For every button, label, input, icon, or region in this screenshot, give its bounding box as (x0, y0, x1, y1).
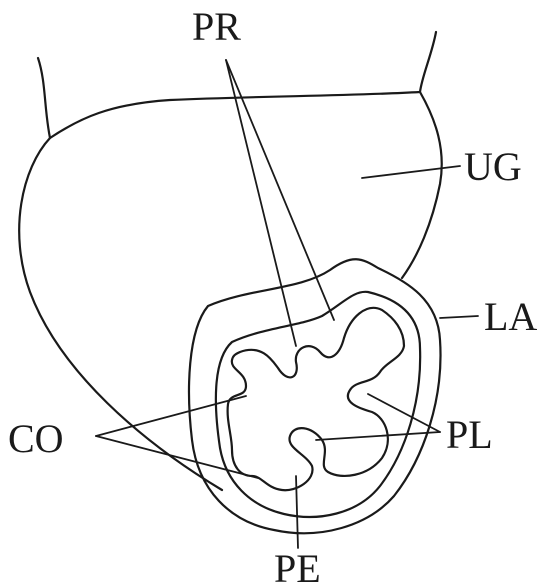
label-pl: PL (446, 412, 493, 457)
la-leader (440, 316, 478, 318)
label-co: CO (8, 416, 64, 461)
lamina-outer-outline (189, 259, 440, 533)
label-ug: UG (464, 144, 522, 189)
co-leader-1 (96, 396, 246, 436)
pl-leader-2 (316, 432, 440, 440)
upper-gland-right-edge (402, 32, 442, 278)
label-la: LA (484, 294, 537, 339)
label-pe: PE (274, 546, 321, 587)
ug-leader (362, 166, 460, 178)
label-pr: PR (192, 4, 241, 49)
pl-leader-1 (368, 394, 440, 432)
co-leader-2 (96, 436, 258, 478)
